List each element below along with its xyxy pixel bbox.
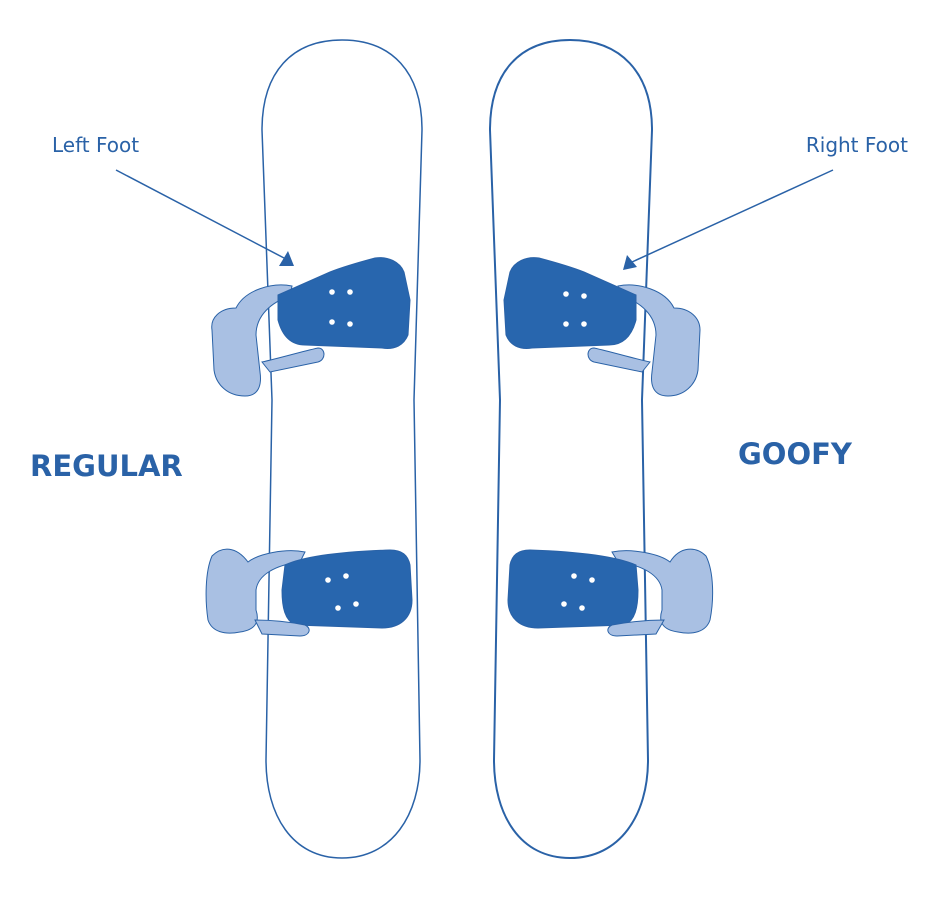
toe-strap: [607, 619, 665, 637]
screw-hole: [563, 291, 569, 297]
screw-hole: [347, 321, 353, 327]
screw-hole: [589, 577, 595, 583]
screw-hole: [581, 321, 587, 327]
screw-hole: [335, 605, 341, 611]
goofy-rear-binding: [507, 548, 714, 637]
regular-rear-binding: [205, 548, 413, 637]
binding-base: [277, 257, 411, 349]
screw-hole: [579, 605, 585, 611]
goofy-snowboard: [488, 38, 654, 860]
heel-cup-strap: [617, 284, 701, 397]
screw-hole: [329, 319, 335, 325]
screw-hole: [581, 293, 587, 299]
regular-front-binding: [211, 257, 411, 397]
screw-hole: [571, 573, 577, 579]
heel-cup-strap: [211, 284, 293, 397]
right-foot-arrow-icon: [623, 169, 834, 270]
goofy-front-binding: [503, 257, 701, 397]
toe-strap: [261, 347, 325, 373]
regular-snowboard: [261, 39, 423, 859]
binding-base: [281, 549, 413, 629]
toe-strap: [587, 347, 651, 373]
heel-cup-strap: [205, 548, 306, 634]
toe-strap: [254, 619, 310, 637]
left-foot-arrow-icon: [115, 169, 294, 266]
screw-hole: [329, 289, 335, 295]
screw-hole: [343, 573, 349, 579]
binding-base: [507, 549, 639, 629]
screw-hole: [347, 289, 353, 295]
screw-hole: [563, 321, 569, 327]
screw-hole: [561, 601, 567, 607]
left-foot-label: Left Foot: [52, 133, 140, 157]
binding-base: [503, 257, 637, 349]
regular-stance-label: REGULAR: [30, 449, 183, 483]
screw-hole: [353, 601, 359, 607]
goofy-stance-label: GOOFY: [738, 437, 852, 471]
right-foot-label: Right Foot: [805, 133, 908, 157]
heel-cup-strap: [611, 548, 714, 634]
screw-hole: [325, 577, 331, 583]
